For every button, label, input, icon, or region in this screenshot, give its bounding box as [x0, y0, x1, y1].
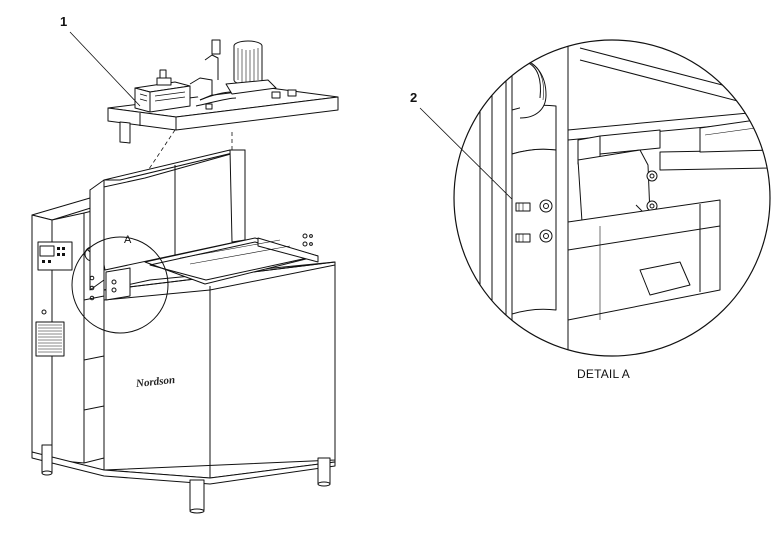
top-plate-assembly: [107, 39, 339, 144]
callout-2-leader: [419, 107, 526, 213]
detail-a-marker-circle: [71, 236, 169, 334]
main-cabinet: [31, 149, 336, 514]
callout-label-1: 1: [60, 14, 68, 29]
callout-label-2: 2: [410, 90, 418, 105]
callout-1-leader: [69, 31, 141, 107]
detail-marker-letter: A: [124, 234, 132, 246]
detail-a-view: [453, 39, 771, 357]
detail-caption: DETAIL A: [577, 367, 630, 381]
